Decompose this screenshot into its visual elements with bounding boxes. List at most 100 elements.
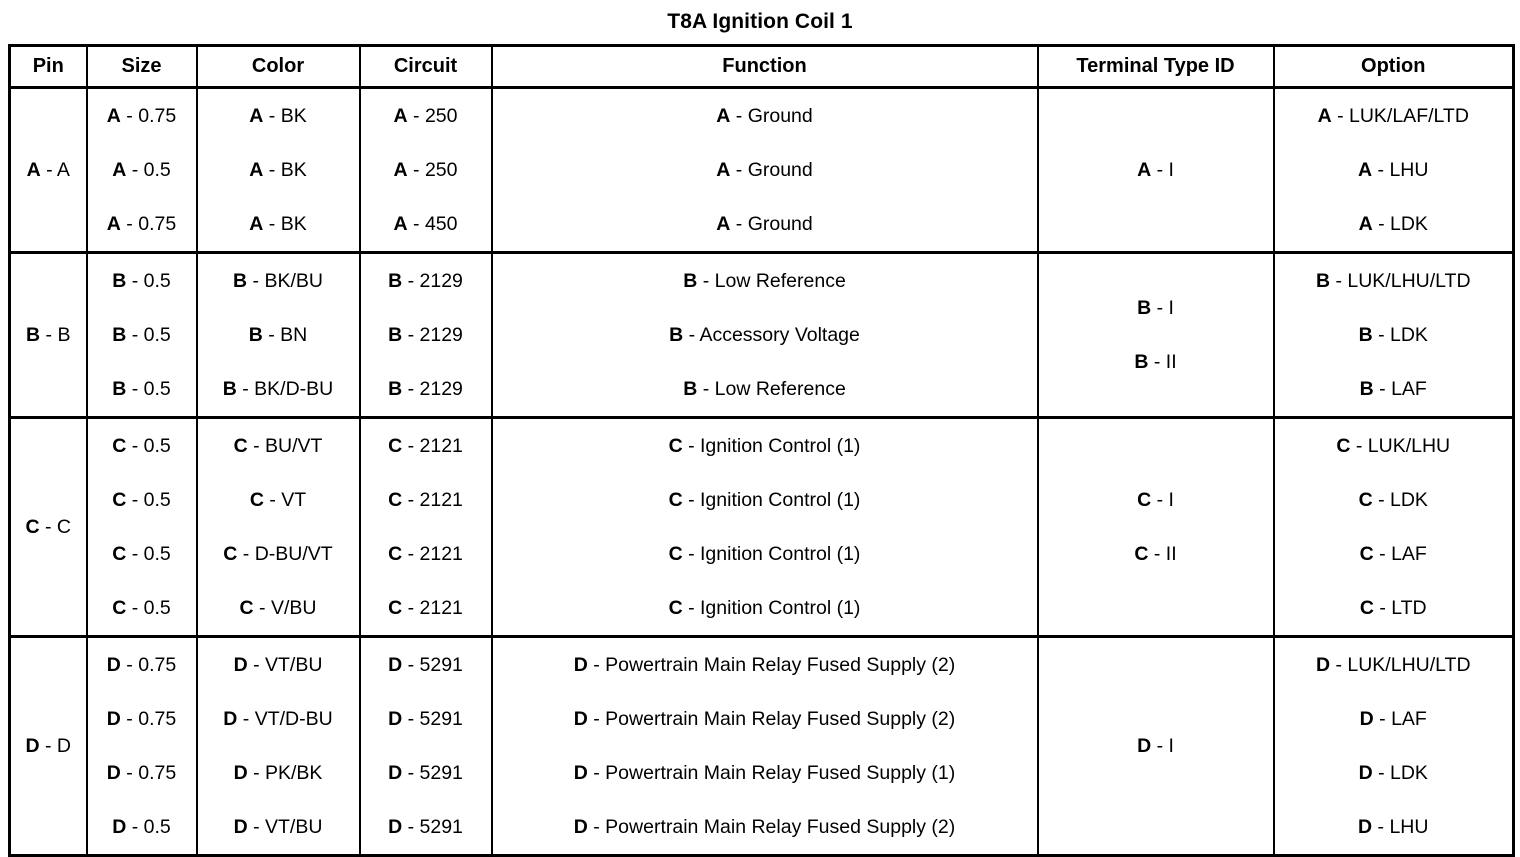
cell-size: A - 0.5 [86,143,198,197]
cell-option: B - LDK [1274,308,1514,362]
cell-color-value: C - VT [249,489,307,511]
cell-circuit-value: B - 2129 [388,324,463,346]
option-value: C - LAF [1359,543,1427,565]
cell-color: C - D-BU/VT [196,527,361,581]
option-value: C - LDK [1358,489,1428,511]
cell-function-value: B - Low Reference [683,270,846,292]
cell-color: A - BK [196,87,361,143]
cell-option: A - LDK [1274,197,1514,253]
cell-circuit: D - 5291 [359,800,493,856]
cell-size: D - 0.75 [86,746,198,800]
cell-option: C - LAF [1274,527,1514,581]
cell-option: B - LUK/LHU/LTD [1273,251,1514,308]
cell-terminal-type-id: C - I C - II [1037,416,1275,637]
terminal-type-value: A - I [1137,159,1174,181]
cell-color: C - VT [196,473,361,527]
cell-size: A - 0.75 [86,87,198,143]
cell-size-value: A - 0.75 [106,105,177,127]
cell-function: B - Low Reference [491,362,1039,418]
pin-value: B - B [26,323,71,346]
cell-size: C - 0.5 [86,416,198,473]
cell-size: B - 0.5 [86,362,198,418]
cell-size: B - 0.5 [86,251,198,308]
cell-function: D - Powertrain Main Relay Fused Supply (… [491,635,1039,692]
cell-function-value: D - Powertrain Main Relay Fused Supply (… [573,654,956,676]
cell-size-value: B - 0.5 [112,378,171,400]
cell-function-value: B - Accessory Voltage [669,324,860,346]
cell-option: A - LHU [1274,143,1514,197]
cell-function: C - Ignition Control (1) [491,527,1039,581]
cell-function-value: D - Powertrain Main Relay Fused Supply (… [573,708,956,730]
option-value: B - LAF [1359,378,1427,400]
cell-option: D - LAF [1274,692,1514,746]
cell-size: D - 0.75 [86,692,198,746]
cell-circuit-value: A - 450 [393,213,458,235]
cell-color-value: D - VT/BU [233,816,323,838]
cell-pin: C - C [9,416,88,637]
cell-color: B - BK/BU [196,251,361,308]
cell-size-value: C - 0.5 [112,597,171,619]
column-header-option: Option [1273,45,1514,89]
cell-color: D - PK/BK [196,746,361,800]
terminal-type-value: C - II [1134,543,1177,565]
cell-circuit-value: D - 5291 [388,762,463,784]
cell-size-value: A - 0.5 [112,159,171,181]
cell-function: C - Ignition Control (1) [491,473,1039,527]
option-value: B - LUK/LHU/LTD [1315,270,1471,292]
cell-color-value: C - BU/VT [233,435,323,457]
cell-color-value: B - BN [248,324,308,346]
cell-color-value: A - BK [249,105,307,127]
cell-size: C - 0.5 [86,581,198,637]
table-row: B - B B - 0.5 B - BK/BU B - 2129 B - Low Ref… [9,251,1514,418]
cell-size: C - 0.5 [86,527,198,581]
option-value: A - LUK/LAF/LTD [1317,105,1469,127]
cell-circuit: C - 2121 [359,527,493,581]
cell-function-value: B - Low Reference [683,378,846,400]
cell-size: D - 0.5 [86,800,198,856]
cell-pin: B - B [9,251,88,418]
cell-circuit: A - 250 [359,143,493,197]
cell-circuit: B - 2129 [359,308,493,362]
cell-function: A - Ground [491,143,1039,197]
cell-circuit: D - 5291 [359,746,493,800]
column-header-terminal-type-id: Terminal Type ID [1037,45,1275,89]
connector-pinout-table: Pin Size Color Circuit Function Terminal… [8,44,1515,857]
table-header: Pin Size Color Circuit Function Terminal… [9,45,1514,89]
terminal-type-value: C - I [1137,489,1174,511]
cell-size-value: D - 0.75 [106,762,177,784]
cell-size-value: C - 0.5 [112,435,171,457]
cell-circuit-value: D - 5291 [388,816,463,838]
cell-color-value: B - BK/BU [233,270,323,292]
cell-size-value: B - 0.5 [112,270,171,292]
cell-function-value: C - Ignition Control (1) [668,435,861,457]
cell-size-value: A - 0.75 [106,213,177,235]
header-row: Pin Size Color Circuit Function Terminal… [9,45,1514,89]
cell-color: D - VT/D-BU [196,692,361,746]
column-header-pin: Pin [9,45,88,89]
cell-circuit: D - 5291 [359,635,493,692]
column-header-circuit: Circuit [359,45,493,89]
cell-circuit: B - 2129 [359,251,493,308]
option-value: B - LDK [1358,324,1428,346]
cell-function-value: A - Ground [716,105,813,127]
cell-circuit-value: C - 2121 [388,489,463,511]
cell-option: C - LDK [1274,473,1514,527]
cell-color-value: A - BK [249,213,307,235]
cell-circuit-value: A - 250 [393,159,458,181]
cell-option: B - LAF [1274,362,1514,418]
cell-size-value: C - 0.5 [112,543,171,565]
option-value: C - LTD [1359,597,1427,619]
cell-option: A - LUK/LAF/LTD [1274,88,1514,144]
cell-circuit-value: B - 2129 [388,270,463,292]
cell-circuit-value: C - 2121 [388,435,463,457]
cell-circuit-value: D - 5291 [388,708,463,730]
